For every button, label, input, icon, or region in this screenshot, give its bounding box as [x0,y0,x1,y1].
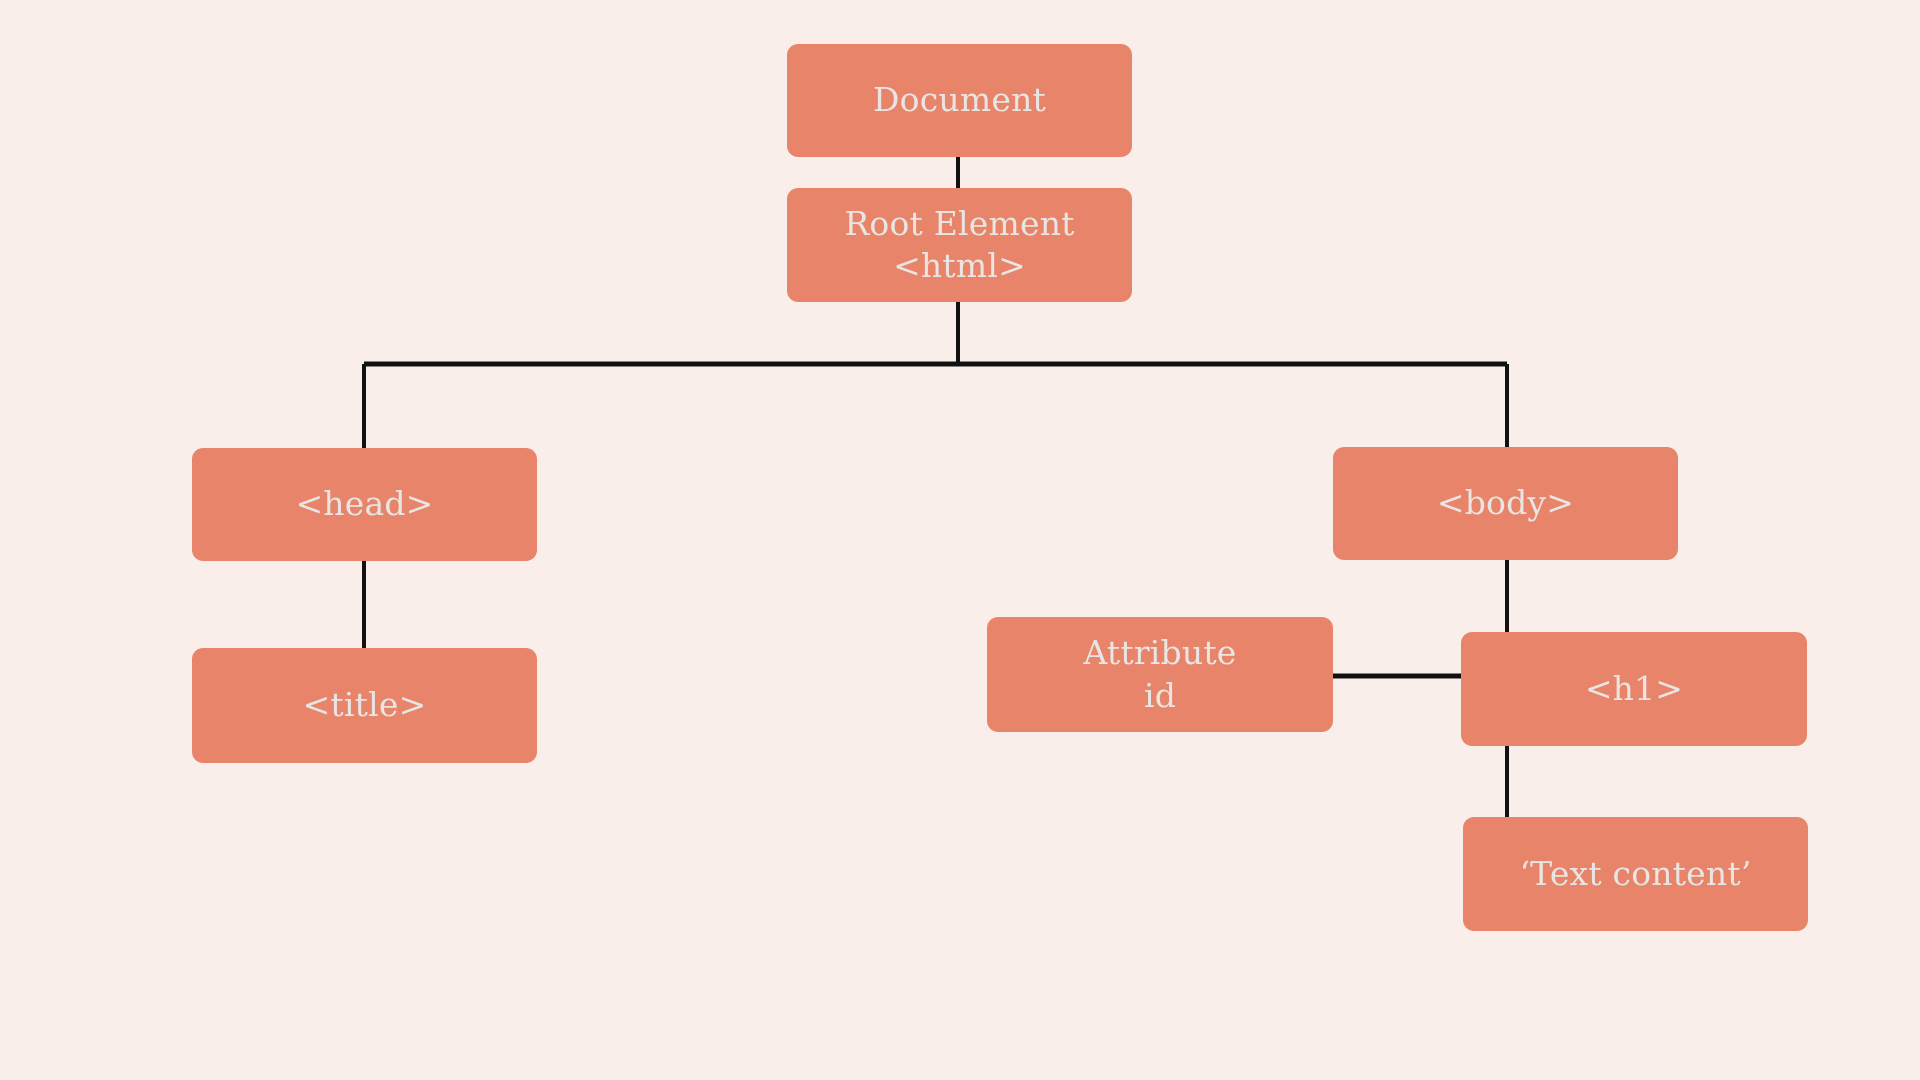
node-h1[interactable]: <h1> [1461,632,1807,746]
node-root-element-tag: <html> [893,246,1026,285]
node-head-label: <head> [295,484,434,524]
node-attribute-name: id [1143,675,1177,715]
node-attribute-label: Attribute [1083,633,1237,673]
node-document-label: Document [873,80,1046,120]
node-text-content[interactable]: ‘Text content’ [1463,817,1808,931]
node-body-label: <body> [1436,483,1575,523]
node-title-label: <title> [302,685,427,725]
node-root-element-label: Root Element [844,203,1075,243]
node-attribute[interactable]: Attribute id [987,617,1333,732]
node-head[interactable]: <head> [192,448,537,561]
node-document[interactable]: Document [787,44,1132,157]
node-text-content-label: ‘Text content’ [1519,853,1752,893]
node-title[interactable]: <title> [192,648,537,763]
node-root-element[interactable]: Root Element <html> [787,188,1132,302]
node-body[interactable]: <body> [1333,447,1678,560]
node-h1-label: <h1> [1584,668,1684,708]
